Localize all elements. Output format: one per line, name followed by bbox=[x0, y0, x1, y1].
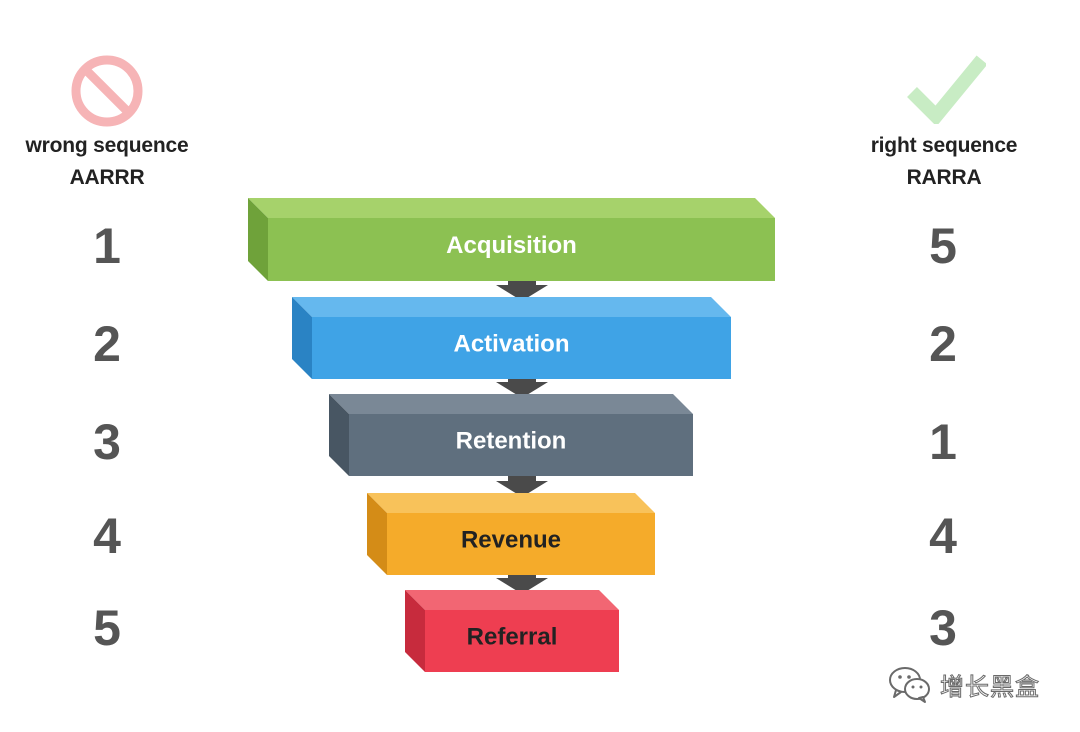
stage-activation-top-face bbox=[292, 297, 731, 317]
stage-revenue-top-face bbox=[367, 493, 655, 513]
wrong-sequence-title: wrong sequence bbox=[25, 134, 189, 157]
wrong-number-2: 2 bbox=[93, 316, 121, 372]
stage-activation: Activation bbox=[292, 297, 731, 379]
flow-arrow-1 bbox=[496, 279, 548, 301]
wrong-number-3: 3 bbox=[93, 414, 121, 470]
stage-referral-label: Referral bbox=[467, 623, 558, 650]
right-number-4: 4 bbox=[929, 508, 957, 564]
right-number-2: 2 bbox=[929, 316, 957, 372]
wrong-sequence-heading: wrong sequence AARRR bbox=[0, 130, 227, 194]
wrong-number-5: 5 bbox=[93, 600, 121, 656]
wrong-number-4: 4 bbox=[93, 508, 121, 564]
stage-retention-front-face bbox=[349, 414, 693, 476]
flow-arrow-4 bbox=[496, 573, 548, 594]
right-number-3: 1 bbox=[929, 414, 957, 470]
stage-referral: Referral bbox=[405, 590, 619, 672]
stage-activation-side-face bbox=[292, 297, 312, 379]
stage-acquisition: Acquisition bbox=[248, 198, 775, 281]
wechat-icon bbox=[889, 667, 930, 703]
flow-arrow-3 bbox=[496, 474, 548, 497]
right-number-1: 5 bbox=[929, 218, 957, 274]
checkmark-icon bbox=[906, 52, 988, 129]
stage-revenue-side-face bbox=[367, 493, 387, 575]
prohibition-circle bbox=[71, 55, 143, 127]
stage-retention-top-face bbox=[329, 394, 693, 414]
stage-acquisition-side-face bbox=[248, 198, 268, 281]
stage-revenue: Revenue bbox=[367, 493, 655, 575]
prohibition-icon bbox=[68, 52, 146, 135]
right-sequence-title: right sequence bbox=[870, 134, 1018, 157]
right-sequence-heading: right sequence RARRA bbox=[824, 130, 1064, 194]
stage-referral-top-face bbox=[405, 590, 619, 610]
stage-acquisition-label: Acquisition bbox=[446, 232, 577, 259]
stage-acquisition-front-face bbox=[268, 218, 775, 281]
stage-revenue-front-face bbox=[387, 513, 655, 575]
watermark: 增长黑盒 bbox=[888, 664, 1040, 704]
right-number-5: 3 bbox=[929, 600, 957, 656]
wrong-number-1: 1 bbox=[93, 218, 121, 274]
right-sequence-code: RARRA bbox=[906, 166, 982, 189]
checkmark-stroke bbox=[907, 55, 988, 127]
stage-retention: Retention bbox=[329, 394, 693, 476]
stage-acquisition-top-face bbox=[248, 198, 775, 218]
stage-referral-front-face bbox=[425, 610, 619, 672]
stage-activation-front-face bbox=[312, 317, 731, 379]
watermark-text: 增长黑盒 bbox=[940, 672, 1040, 701]
stage-retention-label: Retention bbox=[456, 427, 567, 454]
stage-revenue-label: Revenue bbox=[461, 526, 561, 553]
stage-retention-side-face bbox=[329, 394, 349, 476]
flow-arrow-2 bbox=[496, 377, 548, 398]
stage-activation-label: Activation bbox=[453, 330, 569, 357]
prohibition-slash bbox=[81, 65, 133, 117]
wrong-sequence-code: AARRR bbox=[69, 166, 145, 189]
stage-referral-side-face bbox=[405, 590, 425, 672]
